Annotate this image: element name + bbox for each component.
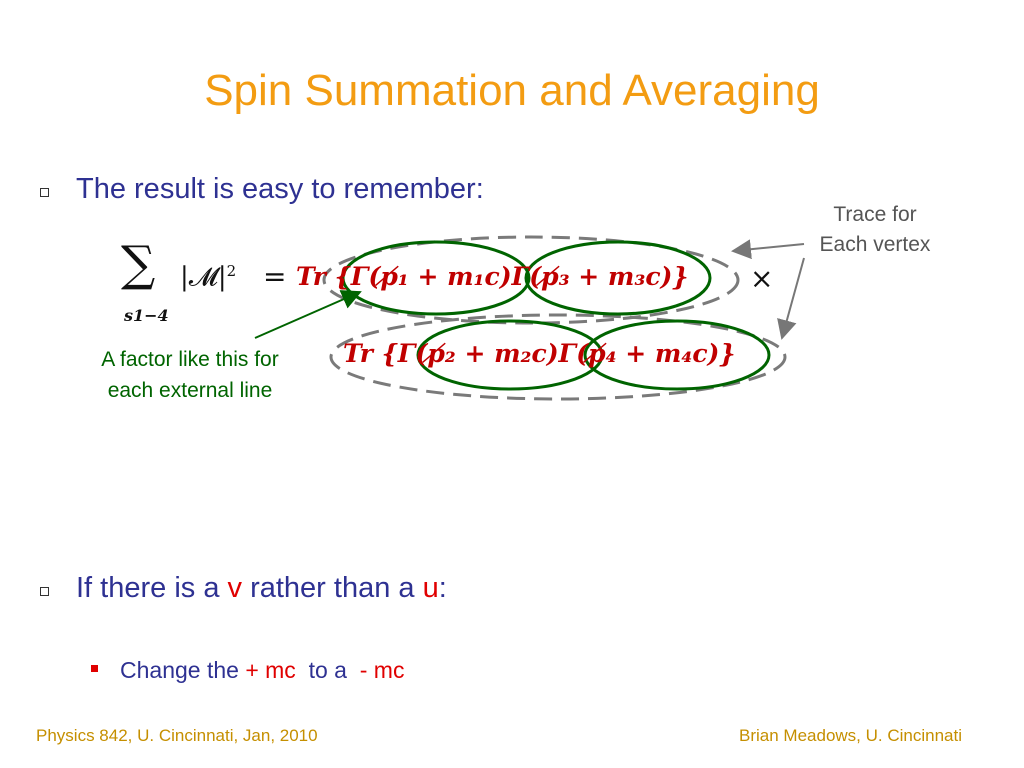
factor-ellipse-4: [583, 319, 771, 391]
trace-annotation-line2: Each vertex: [819, 233, 931, 256]
bullet-2-part-c: :: [438, 572, 447, 604]
factor-arrow: [254, 290, 362, 339]
sub-bullet-minus-mc: - mc: [359, 657, 405, 683]
trace-row-2: Tr {Γ(p̸₂ + m₂c)Γ(p̸₄ + m₄c)}: [343, 339, 736, 368]
sum-subscript-var: s: [124, 306, 134, 325]
sub-bullet-text: Change the + mc to a - mc: [120, 657, 404, 684]
sum-symbol: ∑: [121, 236, 156, 292]
factor-annotation: A factor like this for each external lin…: [60, 344, 320, 406]
trace-annotation: Trace for Each vertex: [800, 200, 950, 260]
factor-ellipse-1: [341, 240, 531, 316]
lhs-amplitude: |𝓜|2: [180, 262, 236, 294]
trace-arrow-top: [731, 239, 805, 260]
lhs-power: 2: [226, 262, 237, 280]
trace-row-1: Tr {Γ(p̸₁ + m₁c)Γ(p̸₃ + m₃c)}: [296, 262, 689, 291]
footer-left: Physics 842, U. Cincinnati, Jan, 2010: [36, 726, 318, 745]
equals-sign: =: [263, 260, 287, 293]
bullet-1-text: The result is easy to remember:: [76, 173, 484, 205]
sum-subscript-range: 1−4: [133, 306, 169, 325]
factor-ellipse-2: [416, 319, 604, 391]
sub-bullet-plus-mc: + mc: [245, 657, 296, 683]
bullet-2-part-b: rather than a: [242, 572, 423, 604]
sub-bullet-square-icon: [91, 665, 98, 672]
footer-right: Brian Meadows, U. Cincinnati: [739, 726, 962, 745]
trace-ellipse-bottom: [329, 313, 787, 401]
bullet-2-v: v: [227, 572, 243, 604]
times-sign: ×: [750, 262, 774, 295]
trace-annotation-line1: Trace for: [833, 203, 917, 226]
factor-annotation-line2: each external line: [107, 379, 273, 402]
slide-title: Spin Summation and Averaging: [204, 66, 820, 115]
bullet-2-part-a: If there is a: [76, 572, 228, 604]
bullet-2-u: u: [422, 572, 439, 604]
sum-subscript: s1−4: [124, 306, 169, 325]
trace-arrow-bottom: [777, 257, 805, 340]
lhs-matrix-element: |𝓜|: [180, 262, 227, 293]
bullet-square-icon: [40, 188, 49, 197]
sub-bullet-part-b: to a: [295, 657, 360, 683]
factor-annotation-line1: A factor like this for: [101, 348, 279, 371]
sub-bullet-part-a: Change the: [120, 657, 246, 683]
bullet-square-icon: [40, 587, 49, 596]
bullet-2-text: If there is a v rather than a u:: [76, 572, 447, 605]
factor-ellipse-3: [524, 240, 712, 316]
